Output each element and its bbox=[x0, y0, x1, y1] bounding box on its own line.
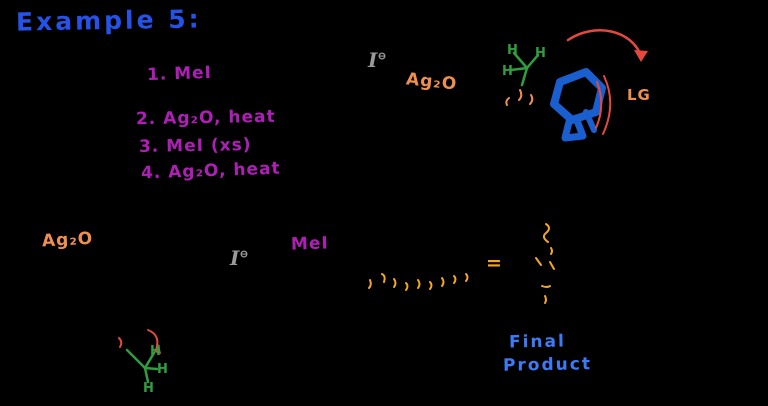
iodide-symbol: I bbox=[230, 246, 240, 270]
reaction-step-1: 1. MeI bbox=[146, 62, 213, 86]
negative-charge-icon: ⊖ bbox=[239, 247, 249, 261]
iodide-ion-top: I⊖ bbox=[368, 48, 387, 72]
leaving-group-label: LG bbox=[627, 86, 651, 104]
methyl-top-h2: H bbox=[535, 46, 546, 61]
orange-annotation-marks-right bbox=[535, 223, 555, 304]
negative-charge-icon: ⊖ bbox=[377, 49, 387, 63]
reaction-step-2: 2. Ag₂O, heat bbox=[135, 106, 276, 130]
methyl-top-h3: H bbox=[502, 64, 513, 79]
red-curved-arrow bbox=[566, 29, 648, 62]
example-title: Example 5: bbox=[15, 4, 202, 37]
methyl-bottom-h1: H bbox=[150, 344, 161, 359]
reaction-step-3: 3. MeI (xs) bbox=[138, 135, 252, 157]
ag2o-label-left: Ag₂O bbox=[41, 228, 94, 252]
methyl-bottom-h3: H bbox=[143, 381, 154, 396]
iodide-ion-mid: I⊖ bbox=[230, 246, 249, 270]
methyl-bottom-bonds bbox=[125, 348, 159, 384]
red-bracket bbox=[595, 75, 612, 135]
methyl-bottom-h2: H bbox=[157, 362, 168, 377]
final-product-label-line2: Product bbox=[502, 354, 593, 376]
equals-sign: = bbox=[486, 252, 502, 274]
mei-label: MeI bbox=[290, 233, 330, 255]
methyl-top-bonds bbox=[509, 51, 540, 87]
methyl-top-h1: H bbox=[507, 43, 518, 58]
orange-annotation-marks-bottom bbox=[368, 273, 469, 291]
iodide-symbol: I bbox=[368, 48, 378, 72]
final-product-label-line1: Final bbox=[508, 331, 567, 353]
blue-molecule-drawing bbox=[550, 68, 606, 142]
orange-charge-marks-top bbox=[505, 89, 534, 106]
red-marks-bottom bbox=[118, 329, 161, 354]
